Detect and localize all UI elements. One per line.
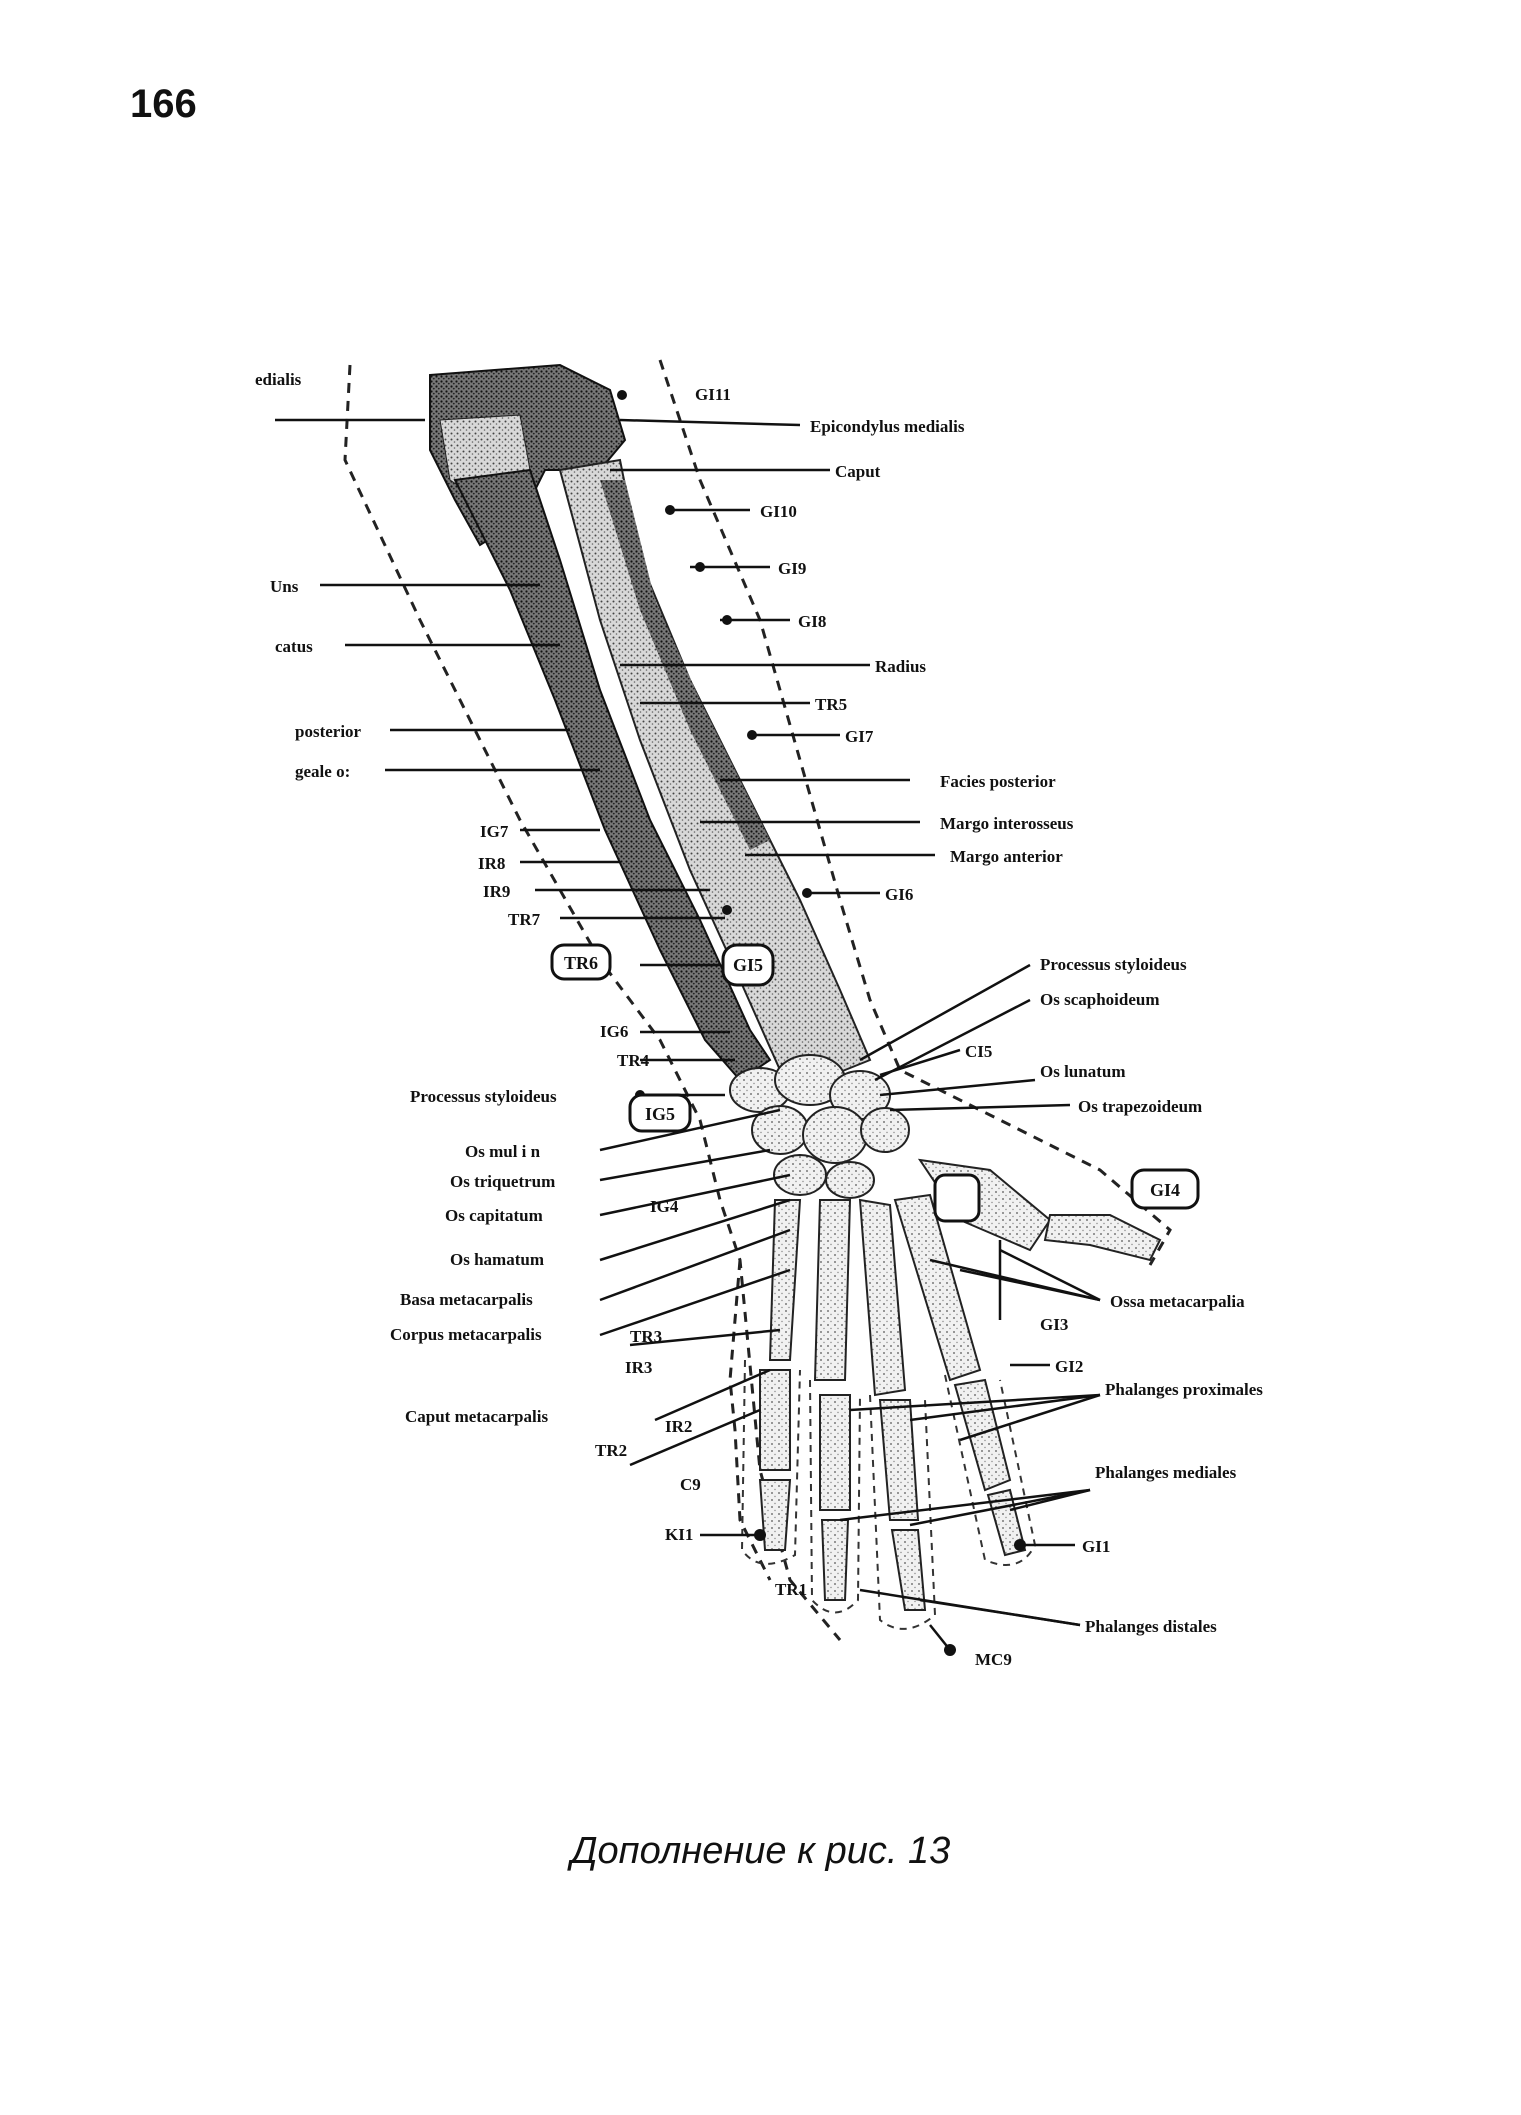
radius-shading <box>600 480 770 850</box>
label-right-26: Phalanges distales <box>1085 1617 1217 1636</box>
label-right-15: Os scaphoideum <box>1040 990 1160 1009</box>
label-right-13: GI6 <box>885 885 913 904</box>
label-left-24: TR2 <box>595 1441 627 1460</box>
label-right-2: Epicondylus medialis <box>810 417 965 436</box>
label-right-5: GI9 <box>778 559 806 578</box>
boxed-label-tr6-text: TR6 <box>564 953 598 973</box>
left-labels: edialis Uns catus posterior geale o: IG7… <box>255 370 807 1599</box>
label-right-3: Caput <box>835 462 881 481</box>
ulna-bone <box>453 468 772 1082</box>
right-labels: GI11 Epicondylus medialis Caput GI10 GI9… <box>695 385 1263 1669</box>
label-right-4: GI10 <box>760 502 797 521</box>
label-left-3: catus <box>275 637 313 656</box>
label-right-6: GI8 <box>798 612 826 631</box>
label-right-16: CI5 <box>965 1042 992 1061</box>
boxed-label-ig5-text: IG5 <box>645 1104 675 1124</box>
label-left-17: Os hamatum <box>450 1250 544 1269</box>
boxed-label-gi4: GI4 <box>1130 1168 1200 1210</box>
label-left-4: posterior <box>295 722 362 741</box>
label-left-21: IR3 <box>625 1358 652 1377</box>
label-left-7: IR8 <box>478 854 505 873</box>
label-left-2: Uns <box>270 577 299 596</box>
label-right-21: GI3 <box>1040 1315 1068 1334</box>
boxed-label-gi5: GI5 <box>721 943 775 987</box>
metacarpal-bones <box>768 1158 1052 1397</box>
figure-caption: Дополнение к рис. 13 <box>570 1830 951 1872</box>
label-left-22: Caput metacarpalis <box>405 1407 548 1426</box>
label-left-13: Os mul i n <box>465 1142 541 1161</box>
label-left-20: TR3 <box>630 1327 662 1346</box>
thumb-bones <box>1043 1214 1162 1262</box>
label-right-25: GI1 <box>1082 1537 1110 1556</box>
label-right-18: Os trapezoideum <box>1078 1097 1202 1116</box>
label-right-12: Margo anterior <box>950 847 1063 866</box>
label-left-18: Basa metacarpalis <box>400 1290 533 1309</box>
label-right-7: Radius <box>875 657 926 676</box>
label-left-1: edialis <box>255 370 302 389</box>
label-left-16: IG4 <box>650 1197 679 1216</box>
page-number: 166 <box>130 82 197 126</box>
label-right-8: TR5 <box>815 695 847 714</box>
label-left-12: Processus styloideus <box>410 1087 557 1106</box>
boxed-label-gi4-text: GI4 <box>1150 1180 1180 1200</box>
label-left-25: C9 <box>680 1475 701 1494</box>
boxed-label-gi5-text: GI5 <box>733 955 763 975</box>
label-left-6: IG7 <box>480 822 509 841</box>
label-right-27: MC9 <box>975 1650 1012 1669</box>
leader-lines <box>275 418 1101 1651</box>
label-right-22: GI2 <box>1055 1357 1083 1376</box>
arm-outline <box>343 359 1172 1641</box>
label-right-24: Phalanges mediales <box>1095 1463 1237 1482</box>
label-left-8: IR9 <box>483 882 510 901</box>
label-left-27: TR1 <box>775 1580 807 1599</box>
label-right-1: GI11 <box>695 385 731 404</box>
label-right-10: Facies posterior <box>940 772 1056 791</box>
gi4-point-box <box>933 1173 981 1223</box>
label-right-20: Ossa metacarpalia <box>1110 1292 1245 1311</box>
label-right-14: Processus styloideus <box>1040 955 1187 974</box>
label-left-26: KI1 <box>665 1525 693 1544</box>
label-left-10: IG6 <box>600 1022 628 1041</box>
label-left-15: Os capitatum <box>445 1206 543 1225</box>
label-right-9: GI7 <box>845 727 874 746</box>
label-left-23: IR2 <box>665 1417 692 1436</box>
label-right-11: Margo interosseus <box>940 814 1074 833</box>
boxed-label-tr6: TR6 <box>550 943 612 981</box>
label-right-17: Os lunatum <box>1040 1062 1126 1081</box>
carpal-bones <box>729 1054 910 1199</box>
label-left-14: Os triquetrum <box>450 1172 555 1191</box>
label-left-19: Corpus metacarpalis <box>390 1325 542 1344</box>
boxed-label-ig5: IG5 <box>628 1093 692 1133</box>
label-left-11: TR4 <box>617 1051 650 1070</box>
label-left-5: geale o: <box>295 762 350 781</box>
label-right-23: Phalanges proximales <box>1105 1380 1263 1399</box>
label-left-9: TR7 <box>508 910 541 929</box>
phalanges <box>758 1369 1027 1611</box>
